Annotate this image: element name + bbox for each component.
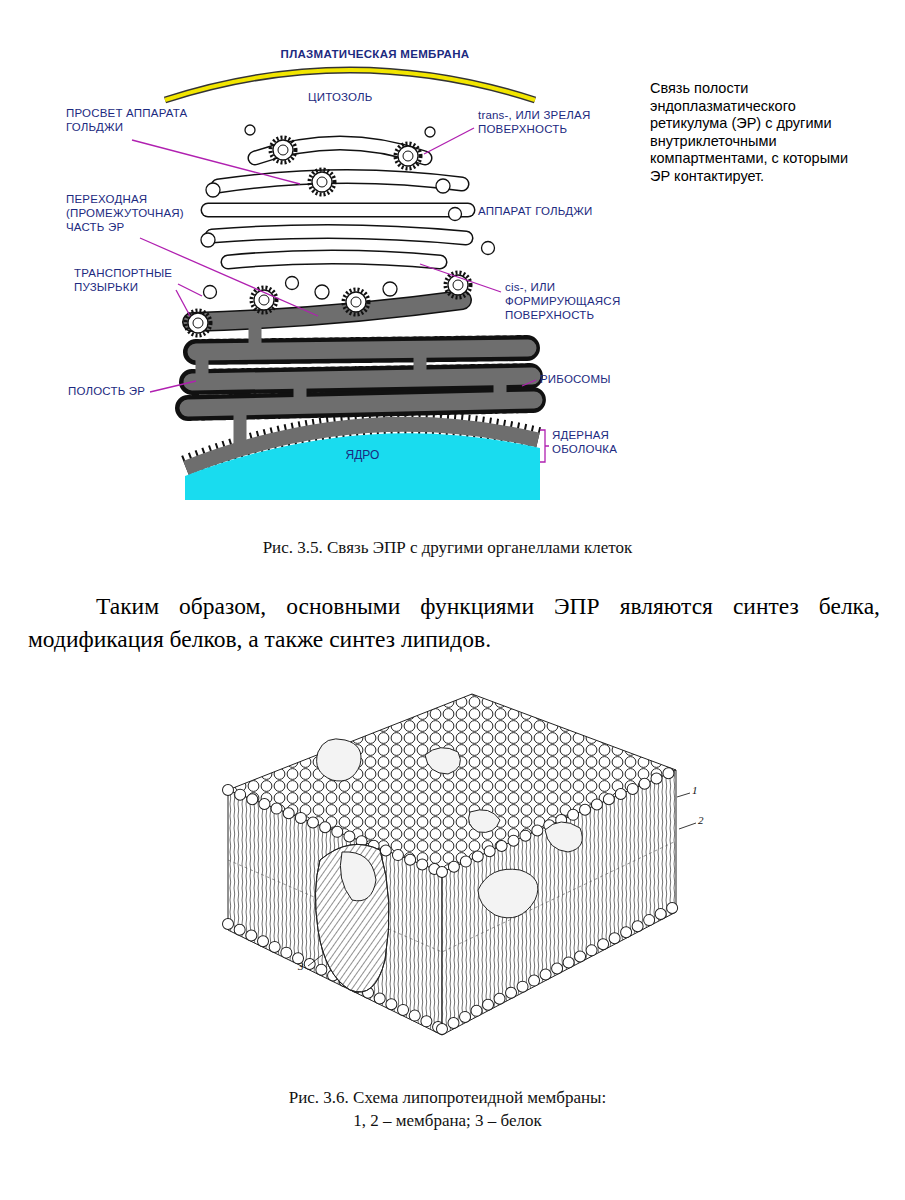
part-label: ПЕРЕХОДНАЯ (ПРОМЕЖУТОЧНАЯ) ЧАСТЬ ЭР xyxy=(66,192,194,234)
lipid-bilayer xyxy=(228,694,676,1035)
nucleus: ЯДРО xyxy=(185,408,540,500)
golgi-cisternae xyxy=(208,143,468,262)
figure-caption: Рис. 3.5. Связь ЭПР с другими органеллам… xyxy=(0,537,900,559)
vesicles xyxy=(201,125,495,299)
callout-number: 1 xyxy=(692,784,706,796)
nucleus-fill xyxy=(185,433,540,500)
region-label: ЦИТОЗОЛЬ xyxy=(308,90,398,104)
leader-lines xyxy=(132,128,549,462)
part-label: trans-, ИЛИ ЗРЕЛАЯ ПОВЕРХНОСТЬ xyxy=(478,108,628,136)
part-label: cis-, ИЛИ ФОРМИРУЮЩАЯСЯ ПОВЕРХНОСТЬ xyxy=(505,280,645,322)
membrane-proteins xyxy=(315,739,582,992)
node-text: ЯДРО xyxy=(185,448,540,462)
figure-caption: 1, 2 – мембрана; 3 – белок xyxy=(0,1110,900,1132)
figure-caption: Рис. 3.6. Схема липопротеидной мембраны: xyxy=(0,1087,900,1109)
callout-number: 3 xyxy=(298,960,312,972)
part-label: ЯДЕРНАЯ ОБОЛОЧКА xyxy=(552,428,662,456)
part-label: АППАРАТ ГОЛЬДЖИ xyxy=(478,204,628,218)
part-label: ПОЛОСТЬ ЭР xyxy=(68,384,168,398)
side-note: Связь полости эндоплазматического ретику… xyxy=(650,80,862,185)
part-label: РИБОСОМЫ xyxy=(540,372,640,386)
callout-number: 2 xyxy=(698,814,712,826)
callout-leaders xyxy=(308,793,696,966)
part-label: ПРОСВЕТ АППАРАТА ГОЛЬДЖИ xyxy=(66,106,231,134)
part-label: ТРАНСПОРТНЫЕ ПУЗЫРЬКИ xyxy=(74,266,192,294)
body-text: Таким образом, основными функциями ЭПР я… xyxy=(28,590,880,656)
coated-vesicles xyxy=(186,138,471,336)
membrane-label: ПЛАЗМАТИЧЕСКАЯ МЕМБРАНА xyxy=(250,47,500,61)
